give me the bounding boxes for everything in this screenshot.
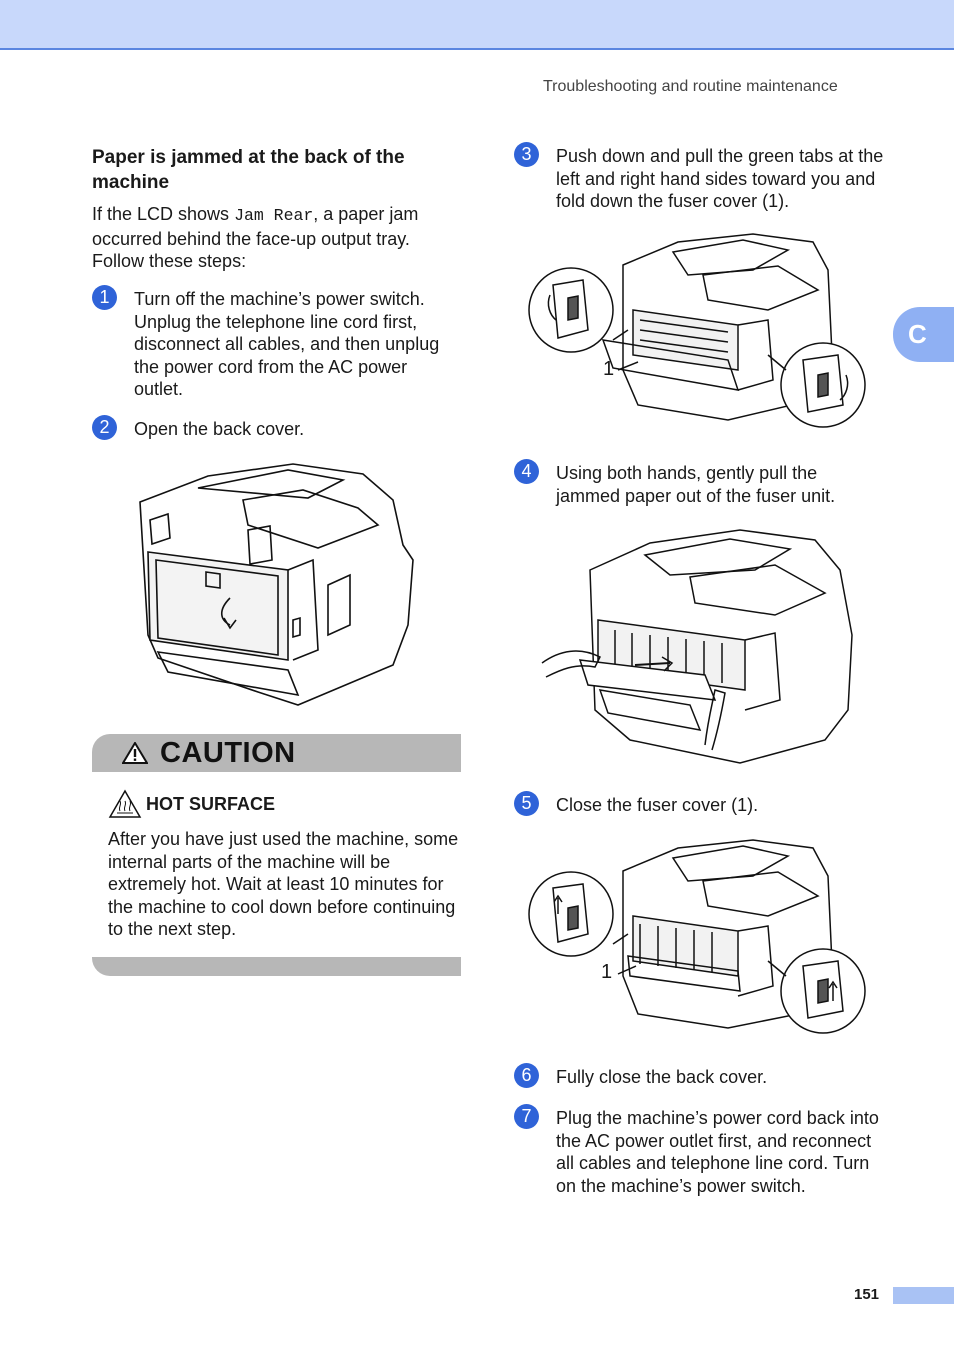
step-text: Open the back cover.: [134, 419, 305, 439]
step-6: 6 Fully close the back cover.: [514, 1063, 886, 1089]
step-number-badge: 3: [514, 142, 539, 167]
page-number: 151: [854, 1286, 880, 1303]
step-1: 1 Turn off the machine’s power switch. U…: [92, 285, 457, 401]
step-number-badge: 2: [92, 415, 117, 440]
top-header-bar: [0, 0, 954, 50]
callout-label-fuser-cover: 1: [603, 358, 615, 380]
fuser-cover-open-illustration: [528, 233, 866, 428]
step-7: 7 Plug the machine’s power cord back int…: [514, 1104, 886, 1197]
figure-pull-green-tabs: 1: [528, 230, 868, 430]
caution-footer-bar: [92, 957, 461, 976]
step-text: Plug the machine’s power cord back into …: [556, 1108, 879, 1196]
lcd-message: Jam Rear: [234, 206, 314, 225]
page-number-tab: [893, 1287, 954, 1304]
caution-title: CAUTION: [160, 736, 296, 769]
intro-text-after: , a paper jam occurred behind the face-u…: [92, 204, 419, 271]
step-number-badge: 6: [514, 1063, 539, 1088]
caution-header: CAUTION: [92, 734, 461, 772]
step-number-badge: 7: [514, 1104, 539, 1129]
step-text: Using both hands, gently pull the jammed…: [556, 463, 836, 506]
step-2: 2 Open the back cover.: [92, 415, 457, 441]
intro-text-before: If the LCD shows: [92, 204, 235, 224]
step-number-badge: 1: [92, 285, 117, 310]
callout-label-fuser-cover: 1: [601, 961, 613, 983]
chapter-tab: C: [893, 307, 954, 362]
step-number-badge: 5: [514, 791, 539, 816]
figure-open-back-cover: [138, 460, 416, 708]
step-text: Fully close the back cover.: [556, 1067, 768, 1087]
running-head: Troubleshooting and routine maintenance: [543, 78, 838, 95]
chapter-tab-letter: C: [908, 319, 927, 349]
caution-body: After you have just used the machine, so…: [108, 829, 459, 939]
step-number-badge: 4: [514, 459, 539, 484]
figure-close-fuser-cover: 1: [528, 836, 868, 1036]
step-4: 4 Using both hands, gently pull the jamm…: [514, 459, 886, 507]
hot-surface-label: HOT SURFACE: [146, 793, 276, 814]
step-5: 5 Close the fuser cover (1).: [514, 791, 886, 817]
hot-surface-icon: [108, 789, 142, 818]
printer-back-illustration: [139, 463, 414, 706]
hot-surface-row: HOT SURFACE: [108, 789, 275, 819]
step-text: Turn off the machine’s power switch. Unp…: [134, 289, 440, 399]
step-3: 3 Push down and pull the green tabs at t…: [514, 142, 886, 213]
figure-pull-jammed-paper: [540, 525, 855, 765]
fuser-cover-close-illustration: [528, 839, 866, 1034]
warning-triangle-icon: [122, 742, 148, 764]
section-title: Paper is jammed at the back of the machi…: [92, 147, 405, 193]
pull-paper-illustration: [541, 529, 853, 764]
intro-paragraph: If the LCD shows Jam Rear, a paper jam o…: [92, 203, 452, 273]
step-text: Close the fuser cover (1).: [556, 795, 759, 815]
step-text: Push down and pull the green tabs at the…: [556, 146, 884, 211]
